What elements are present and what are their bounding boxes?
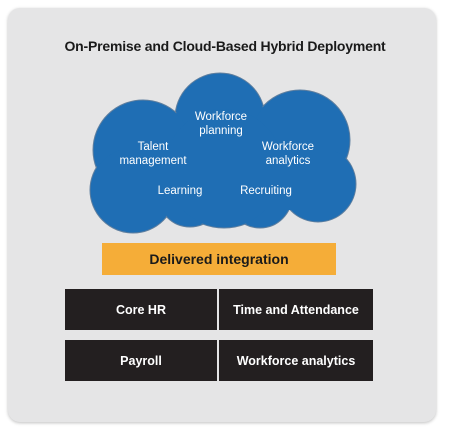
cloud-item-learning: Learning bbox=[157, 185, 203, 197]
cloud-item-workforce-planning: Workforce planning bbox=[194, 111, 248, 137]
cloud-item-talent-management: Talent management bbox=[119, 141, 187, 167]
cloud-item-workforce-analytics: Workforce analytics bbox=[261, 141, 315, 167]
delivered-integration-bar: Delivered integration bbox=[102, 243, 336, 275]
cloud-item-recruiting: Recruiting bbox=[240, 185, 292, 197]
module-workforce-analytics: Workforce analytics bbox=[219, 340, 373, 381]
module-core-hr: Core HR bbox=[65, 289, 217, 330]
diagram-title: On-Premise and Cloud-Based Hybrid Deploy… bbox=[64, 38, 386, 54]
module-payroll: Payroll bbox=[65, 340, 217, 381]
module-time-and-attendance: Time and Attendance bbox=[219, 289, 373, 330]
